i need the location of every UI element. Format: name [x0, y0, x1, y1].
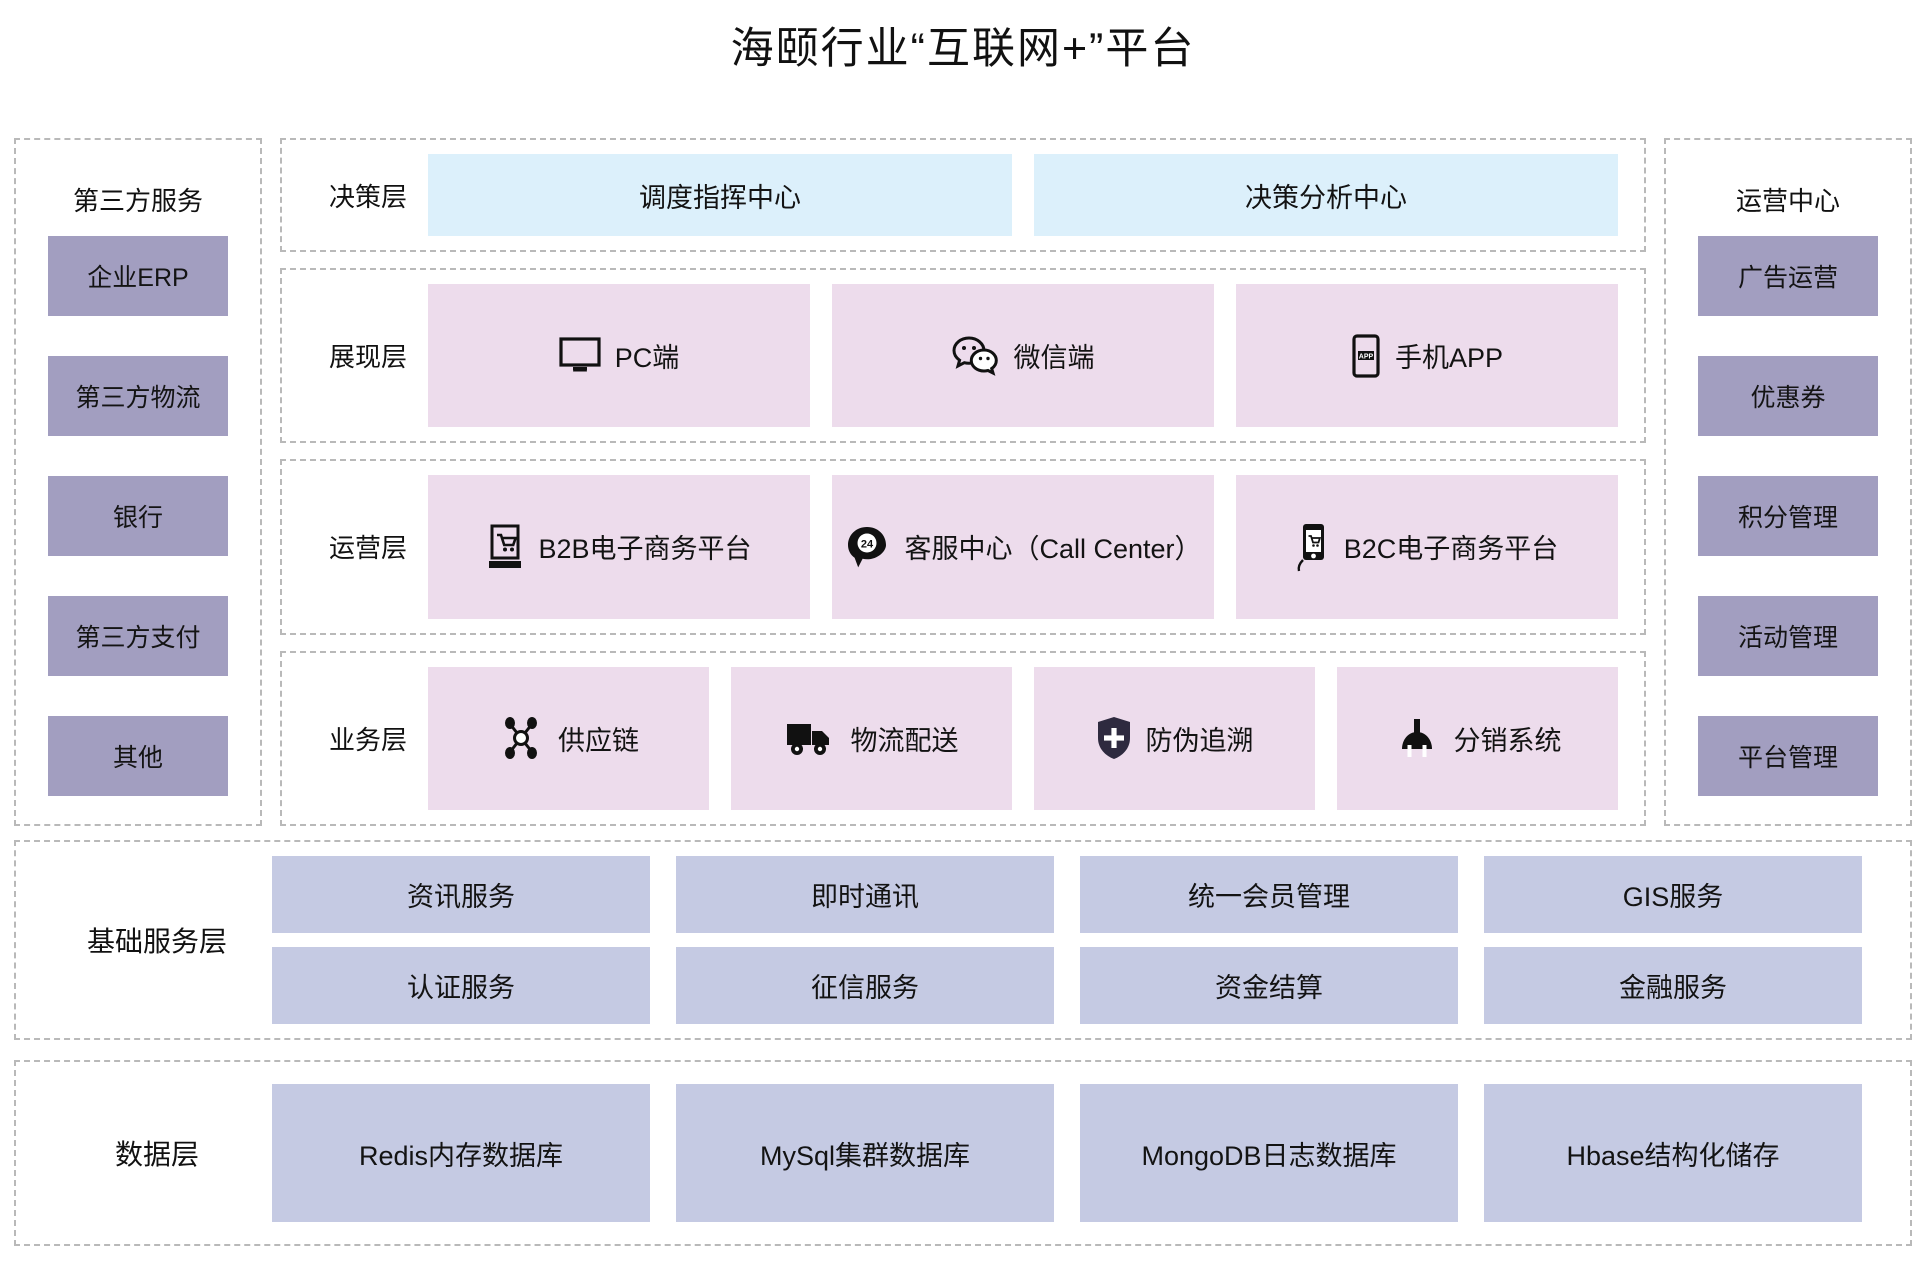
third-party-item-logistics[interactable]: 第三方物流: [48, 356, 228, 436]
operation-center-item-platform[interactable]: 平台管理: [1698, 716, 1878, 796]
mobile-shopping-icon: [1296, 522, 1330, 572]
data-layer-items: Redis内存数据库 MySql集群数据库 MongoDB日志数据库 Hbase…: [272, 1084, 1884, 1222]
business-item-distribution[interactable]: 分销系统: [1337, 666, 1618, 810]
operation-layer: 运营层 B2B电子商务平台: [280, 459, 1646, 635]
layer-stack: 决策层 调度指挥中心 决策分析中心 展现层: [280, 138, 1646, 826]
business-item-logistics[interactable]: 物流配送: [731, 666, 1012, 810]
operation-item-call-center-label: 客服中心（Call Center）: [904, 534, 1202, 565]
decision-layer-label: 决策层: [328, 181, 407, 212]
base-service-layer: 基础服务层 资讯服务 即时通讯 统一会员管理 GIS服务 认证服务 征信服务 资…: [14, 840, 1912, 1040]
data-item-mongodb[interactable]: MongoDB日志数据库: [1080, 1084, 1458, 1222]
business-item-anti-counterfeit[interactable]: 防伪追溯: [1034, 666, 1315, 810]
display-item-mobile-app-label: 手机APP: [1394, 343, 1504, 374]
monitor-icon: [559, 337, 601, 375]
display-layer-label: 展现层: [328, 342, 407, 373]
operation-center-item-points[interactable]: 积分管理: [1698, 476, 1878, 556]
display-item-pc-label: PC端: [614, 343, 680, 374]
operation-item-call-center[interactable]: 24 客服中心（Call Center）: [832, 475, 1214, 619]
business-layer-items: 供应链 物流配: [428, 653, 1618, 824]
base-service-row-2: 认证服务 征信服务 资金结算 金融服务: [272, 947, 1862, 1024]
operation-center-item-ad[interactable]: 广告运营: [1698, 236, 1878, 316]
operation-item-b2b-label: B2B电子商务平台: [538, 534, 752, 565]
business-layer-label: 业务层: [328, 724, 407, 755]
phone-24h-icon: 24: [844, 523, 890, 571]
business-layer: 业务层: [280, 650, 1646, 826]
third-party-services-header: 第三方服务: [72, 185, 203, 216]
data-layer-label: 数据层: [114, 1139, 199, 1170]
base-service-grid: 资讯服务 即时通讯 统一会员管理 GIS服务 认证服务 征信服务 资金结算 金融…: [272, 856, 1884, 1024]
operation-item-b2b[interactable]: B2B电子商务平台: [428, 475, 810, 619]
display-item-wechat[interactable]: 微信端: [832, 284, 1214, 428]
third-party-item-erp[interactable]: 企业ERP: [48, 236, 228, 316]
supply-chain-nodes-icon: [498, 715, 544, 761]
operation-center-panel: 运营中心 广告运营 优惠券 积分管理 活动管理 平台管理: [1664, 138, 1912, 826]
data-layer: 数据层 Redis内存数据库 MySql集群数据库 MongoDB日志数据库 H…: [14, 1060, 1912, 1246]
display-item-pc[interactable]: PC端: [428, 284, 810, 428]
base-service-row-1: 资讯服务 即时通讯 统一会员管理 GIS服务: [272, 856, 1862, 933]
operation-layer-label: 运营层: [328, 533, 407, 564]
third-party-item-other[interactable]: 其他: [48, 716, 228, 796]
operation-center-item-campaign[interactable]: 活动管理: [1698, 596, 1878, 676]
display-layer: 展现层 PC端: [280, 268, 1646, 444]
business-item-distribution-label: 分销系统: [1453, 725, 1562, 756]
svg-text:APP: APP: [1359, 353, 1374, 360]
base-item-credit-service[interactable]: 征信服务: [676, 947, 1054, 1024]
operation-item-b2c-label: B2C电子商务平台: [1343, 534, 1559, 565]
base-item-unified-member-mgmt[interactable]: 统一会员管理: [1080, 856, 1458, 933]
business-item-supply-chain-label: 供应链: [558, 725, 639, 756]
base-item-fund-settlement[interactable]: 资金结算: [1080, 947, 1458, 1024]
shield-icon: [1096, 715, 1132, 761]
decision-item-dispatch-center-label: 调度指挥中心: [639, 182, 801, 213]
operation-layer-items: B2B电子商务平台 24 客服中心（Call Center）: [428, 461, 1618, 632]
third-party-services-list: 企业ERP 第三方物流 银行 第三方支付 其他: [16, 236, 260, 804]
decision-item-analysis-center-label: 决策分析中心: [1245, 182, 1407, 213]
base-item-financial-service[interactable]: 金融服务: [1484, 947, 1862, 1024]
business-item-logistics-label: 物流配送: [850, 725, 959, 756]
svg-text:24: 24: [861, 538, 874, 550]
business-item-supply-chain[interactable]: 供应链: [428, 666, 709, 810]
operation-center-item-coupon[interactable]: 优惠券: [1698, 356, 1878, 436]
data-item-redis[interactable]: Redis内存数据库: [272, 1084, 650, 1222]
distribution-tree-icon: [1394, 715, 1440, 761]
operation-center-list: 广告运营 优惠券 积分管理 活动管理 平台管理: [1666, 236, 1910, 804]
base-item-instant-messaging[interactable]: 即时通讯: [676, 856, 1054, 933]
decision-item-analysis-center[interactable]: 决策分析中心: [1034, 154, 1618, 236]
base-item-gis-service[interactable]: GIS服务: [1484, 856, 1862, 933]
base-service-layer-label: 基础服务层: [86, 926, 227, 957]
data-item-mysql[interactable]: MySql集群数据库: [676, 1084, 1054, 1222]
base-item-auth-service[interactable]: 认证服务: [272, 947, 650, 1024]
data-item-hbase[interactable]: Hbase结构化储存: [1484, 1084, 1862, 1222]
third-party-item-bank[interactable]: 银行: [48, 476, 228, 556]
business-item-anti-counterfeit-label: 防伪追溯: [1145, 725, 1254, 756]
upper-section: 第三方服务 企业ERP 第三方物流 银行 第三方支付 其他 决策层 调度指挥中心: [14, 138, 1912, 826]
page-title: 海颐行业“互联网+”平台: [730, 25, 1196, 73]
decision-item-dispatch-center[interactable]: 调度指挥中心: [428, 154, 1012, 236]
decision-layer: 决策层 调度指挥中心 决策分析中心: [280, 138, 1646, 252]
display-layer-items: PC端 微信端: [428, 270, 1618, 441]
display-item-wechat-label: 微信端: [1013, 343, 1095, 374]
shopping-cart-terminal-icon: [486, 524, 524, 570]
delivery-truck-icon: [785, 718, 837, 758]
display-item-mobile-app[interactable]: APP 手机APP: [1236, 284, 1618, 428]
mobile-app-icon: APP: [1351, 334, 1381, 378]
operation-item-b2c[interactable]: B2C电子商务平台: [1236, 475, 1618, 619]
decision-layer-items: 调度指挥中心 决策分析中心: [428, 140, 1618, 250]
base-item-news-service[interactable]: 资讯服务: [272, 856, 650, 933]
wechat-icon: [951, 335, 1000, 377]
third-party-services-panel: 第三方服务 企业ERP 第三方物流 银行 第三方支付 其他: [14, 138, 262, 826]
third-party-item-payment[interactable]: 第三方支付: [48, 596, 228, 676]
operation-center-header: 运营中心: [1735, 185, 1840, 216]
